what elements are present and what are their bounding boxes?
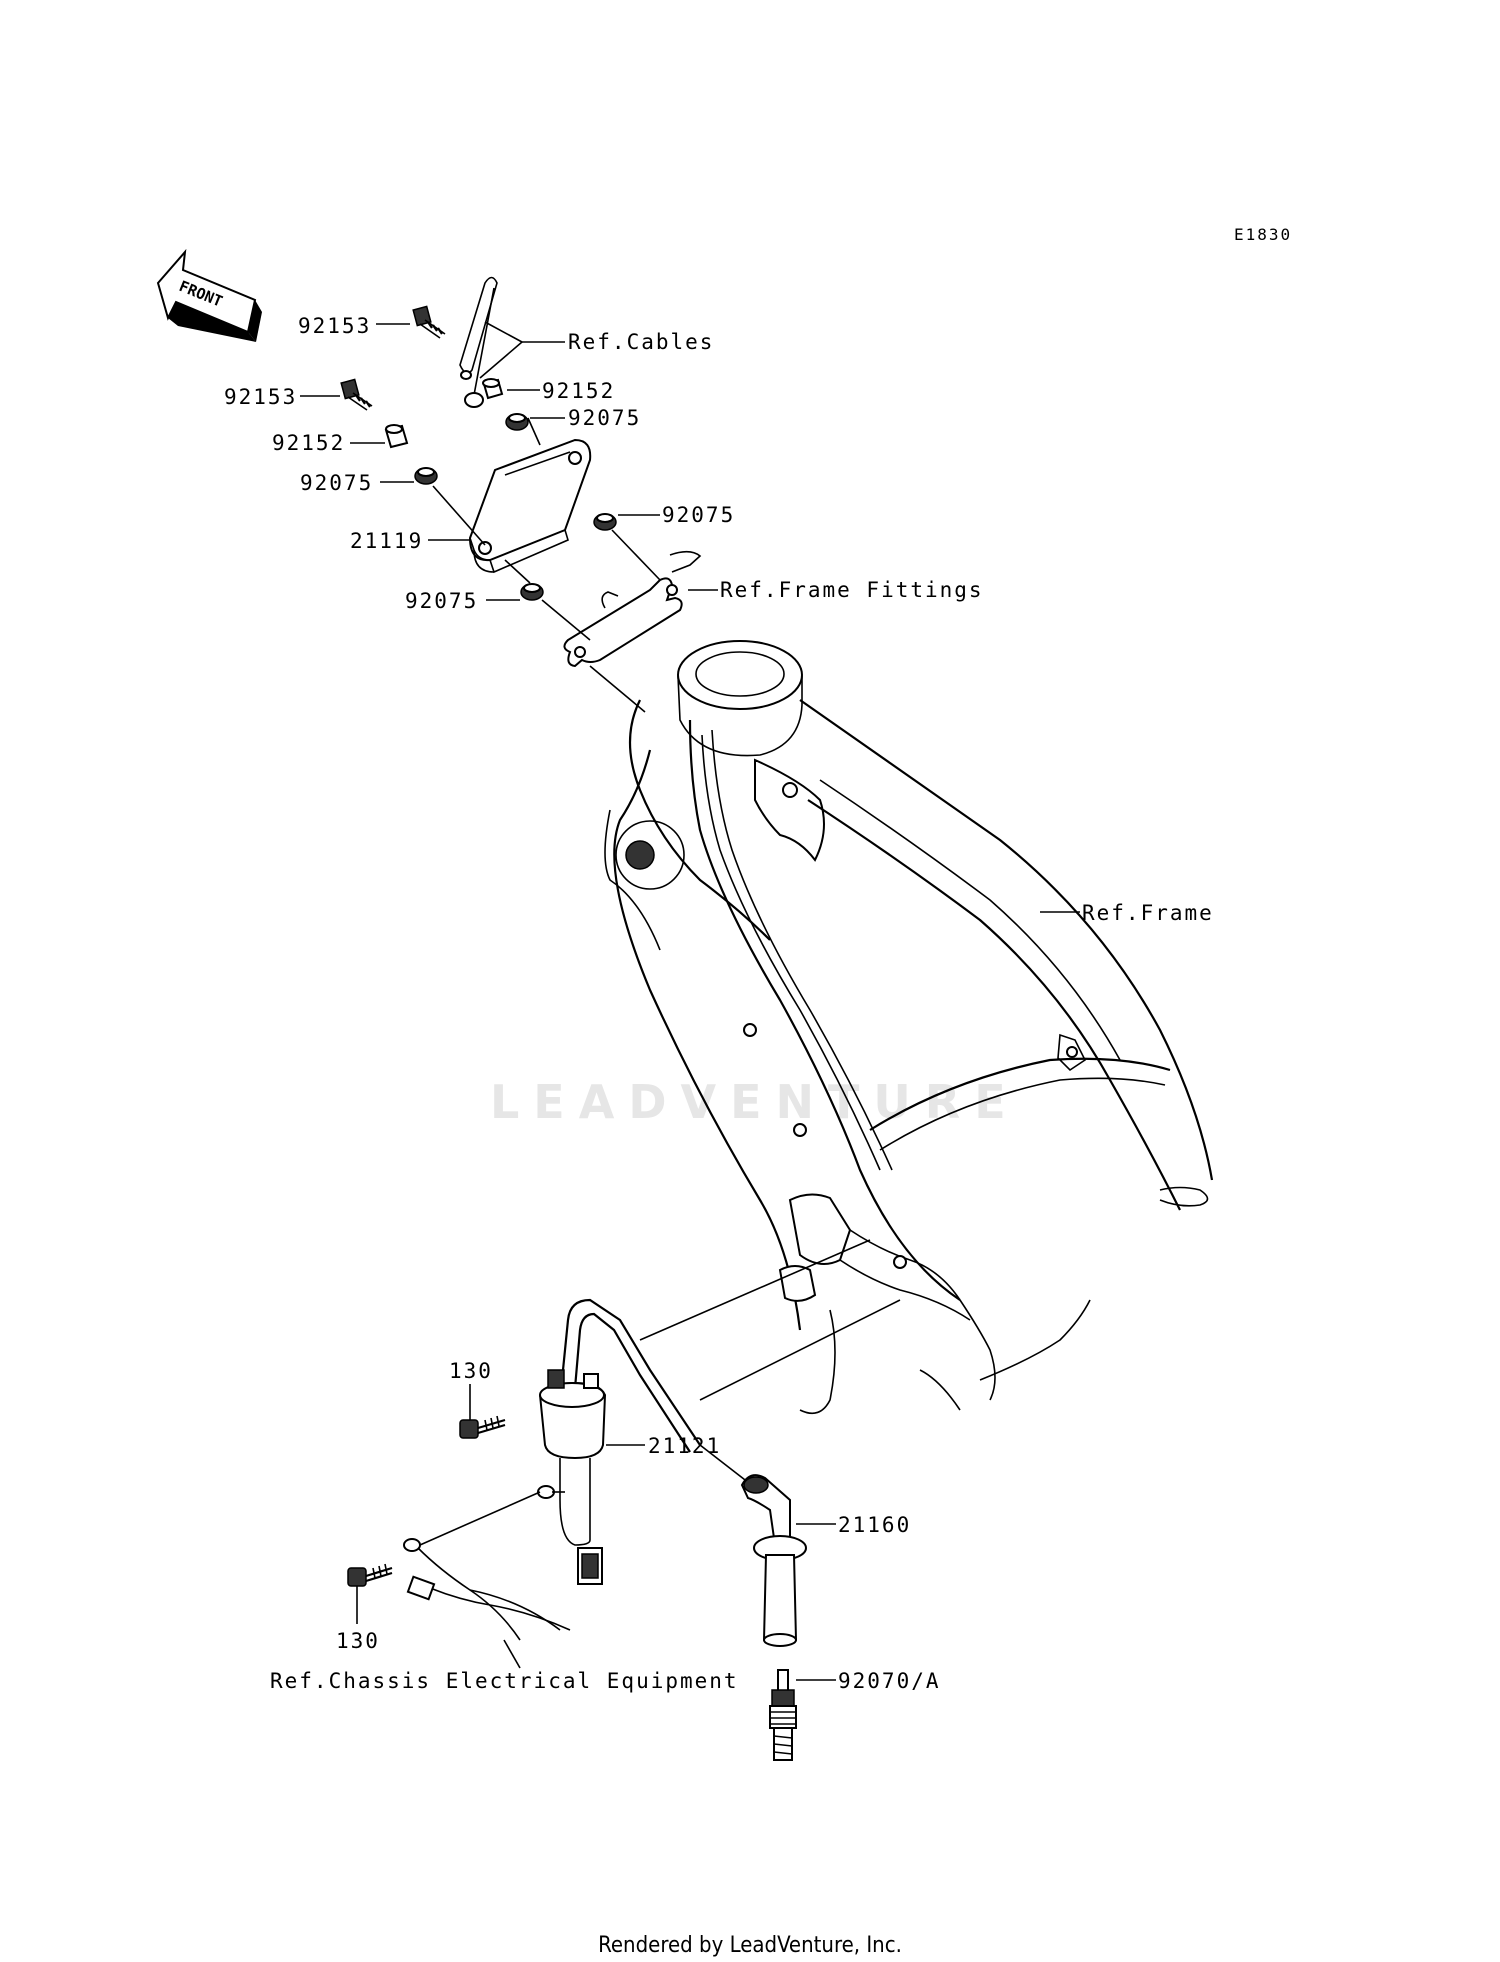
- grommet-92075-d: [520, 583, 544, 601]
- bolt-92153-a: [412, 305, 446, 339]
- bolt-92153-b: [340, 378, 373, 411]
- callout-92075-a: 92075: [568, 406, 641, 430]
- chassis-harness: [403, 1491, 571, 1641]
- callout-92153-a: 92153: [298, 314, 371, 338]
- watermark: LEADVENTURE: [490, 1075, 1020, 1129]
- cable-clamp: [459, 276, 498, 408]
- grommet-92075-a: [505, 413, 529, 431]
- callout-92152-b: 92152: [272, 431, 345, 455]
- callout-leaders: [300, 321, 1080, 1681]
- collar-92152-a: [482, 378, 504, 400]
- ref-chassis-electrical: Ref.Chassis Electrical Equipment: [270, 1669, 739, 1693]
- callout-92075-d: 92075: [405, 589, 478, 613]
- callout-92075-c: 92075: [662, 503, 735, 527]
- motorcycle-frame: [604, 640, 1214, 1415]
- ref-frame: Ref.Frame: [1082, 901, 1214, 925]
- front-arrow-icon: FRONT: [156, 248, 262, 342]
- plug-cap-21160: [740, 1474, 807, 1647]
- grommet-92075-b: [414, 467, 438, 485]
- ht-lead: [558, 1239, 901, 1491]
- callout-21119: 21119: [350, 529, 423, 553]
- grommet-92075-c: [593, 513, 617, 531]
- assembly-lines-top: [432, 417, 661, 713]
- cdi-unit-21119: [468, 438, 592, 574]
- callout-92152-a: 92152: [542, 379, 615, 403]
- footer-credit: Rendered by LeadVenture, Inc.: [598, 1933, 902, 1958]
- callout-21160: 21160: [838, 1513, 911, 1537]
- collar-92152-b: [384, 424, 409, 449]
- bolt-130-b: [347, 1563, 393, 1587]
- spark-plug-92070A: [769, 1669, 797, 1761]
- callout-92153-b: 92153: [224, 385, 297, 409]
- ignition-coil-21121: [537, 1369, 607, 1585]
- callout-21121: 21121: [648, 1434, 721, 1458]
- diagram-code: E1830: [1234, 225, 1292, 244]
- callout-92070A: 92070/A: [838, 1669, 941, 1693]
- callout-92075-b: 92075: [300, 471, 373, 495]
- bolt-130-a: [459, 1415, 506, 1439]
- callout-130-a: 130: [449, 1359, 493, 1383]
- mounting-bracket: [563, 550, 702, 668]
- ref-cables: Ref.Cables: [568, 330, 714, 354]
- ref-frame-fittings: Ref.Frame Fittings: [720, 578, 984, 602]
- callout-130-b: 130: [336, 1629, 380, 1653]
